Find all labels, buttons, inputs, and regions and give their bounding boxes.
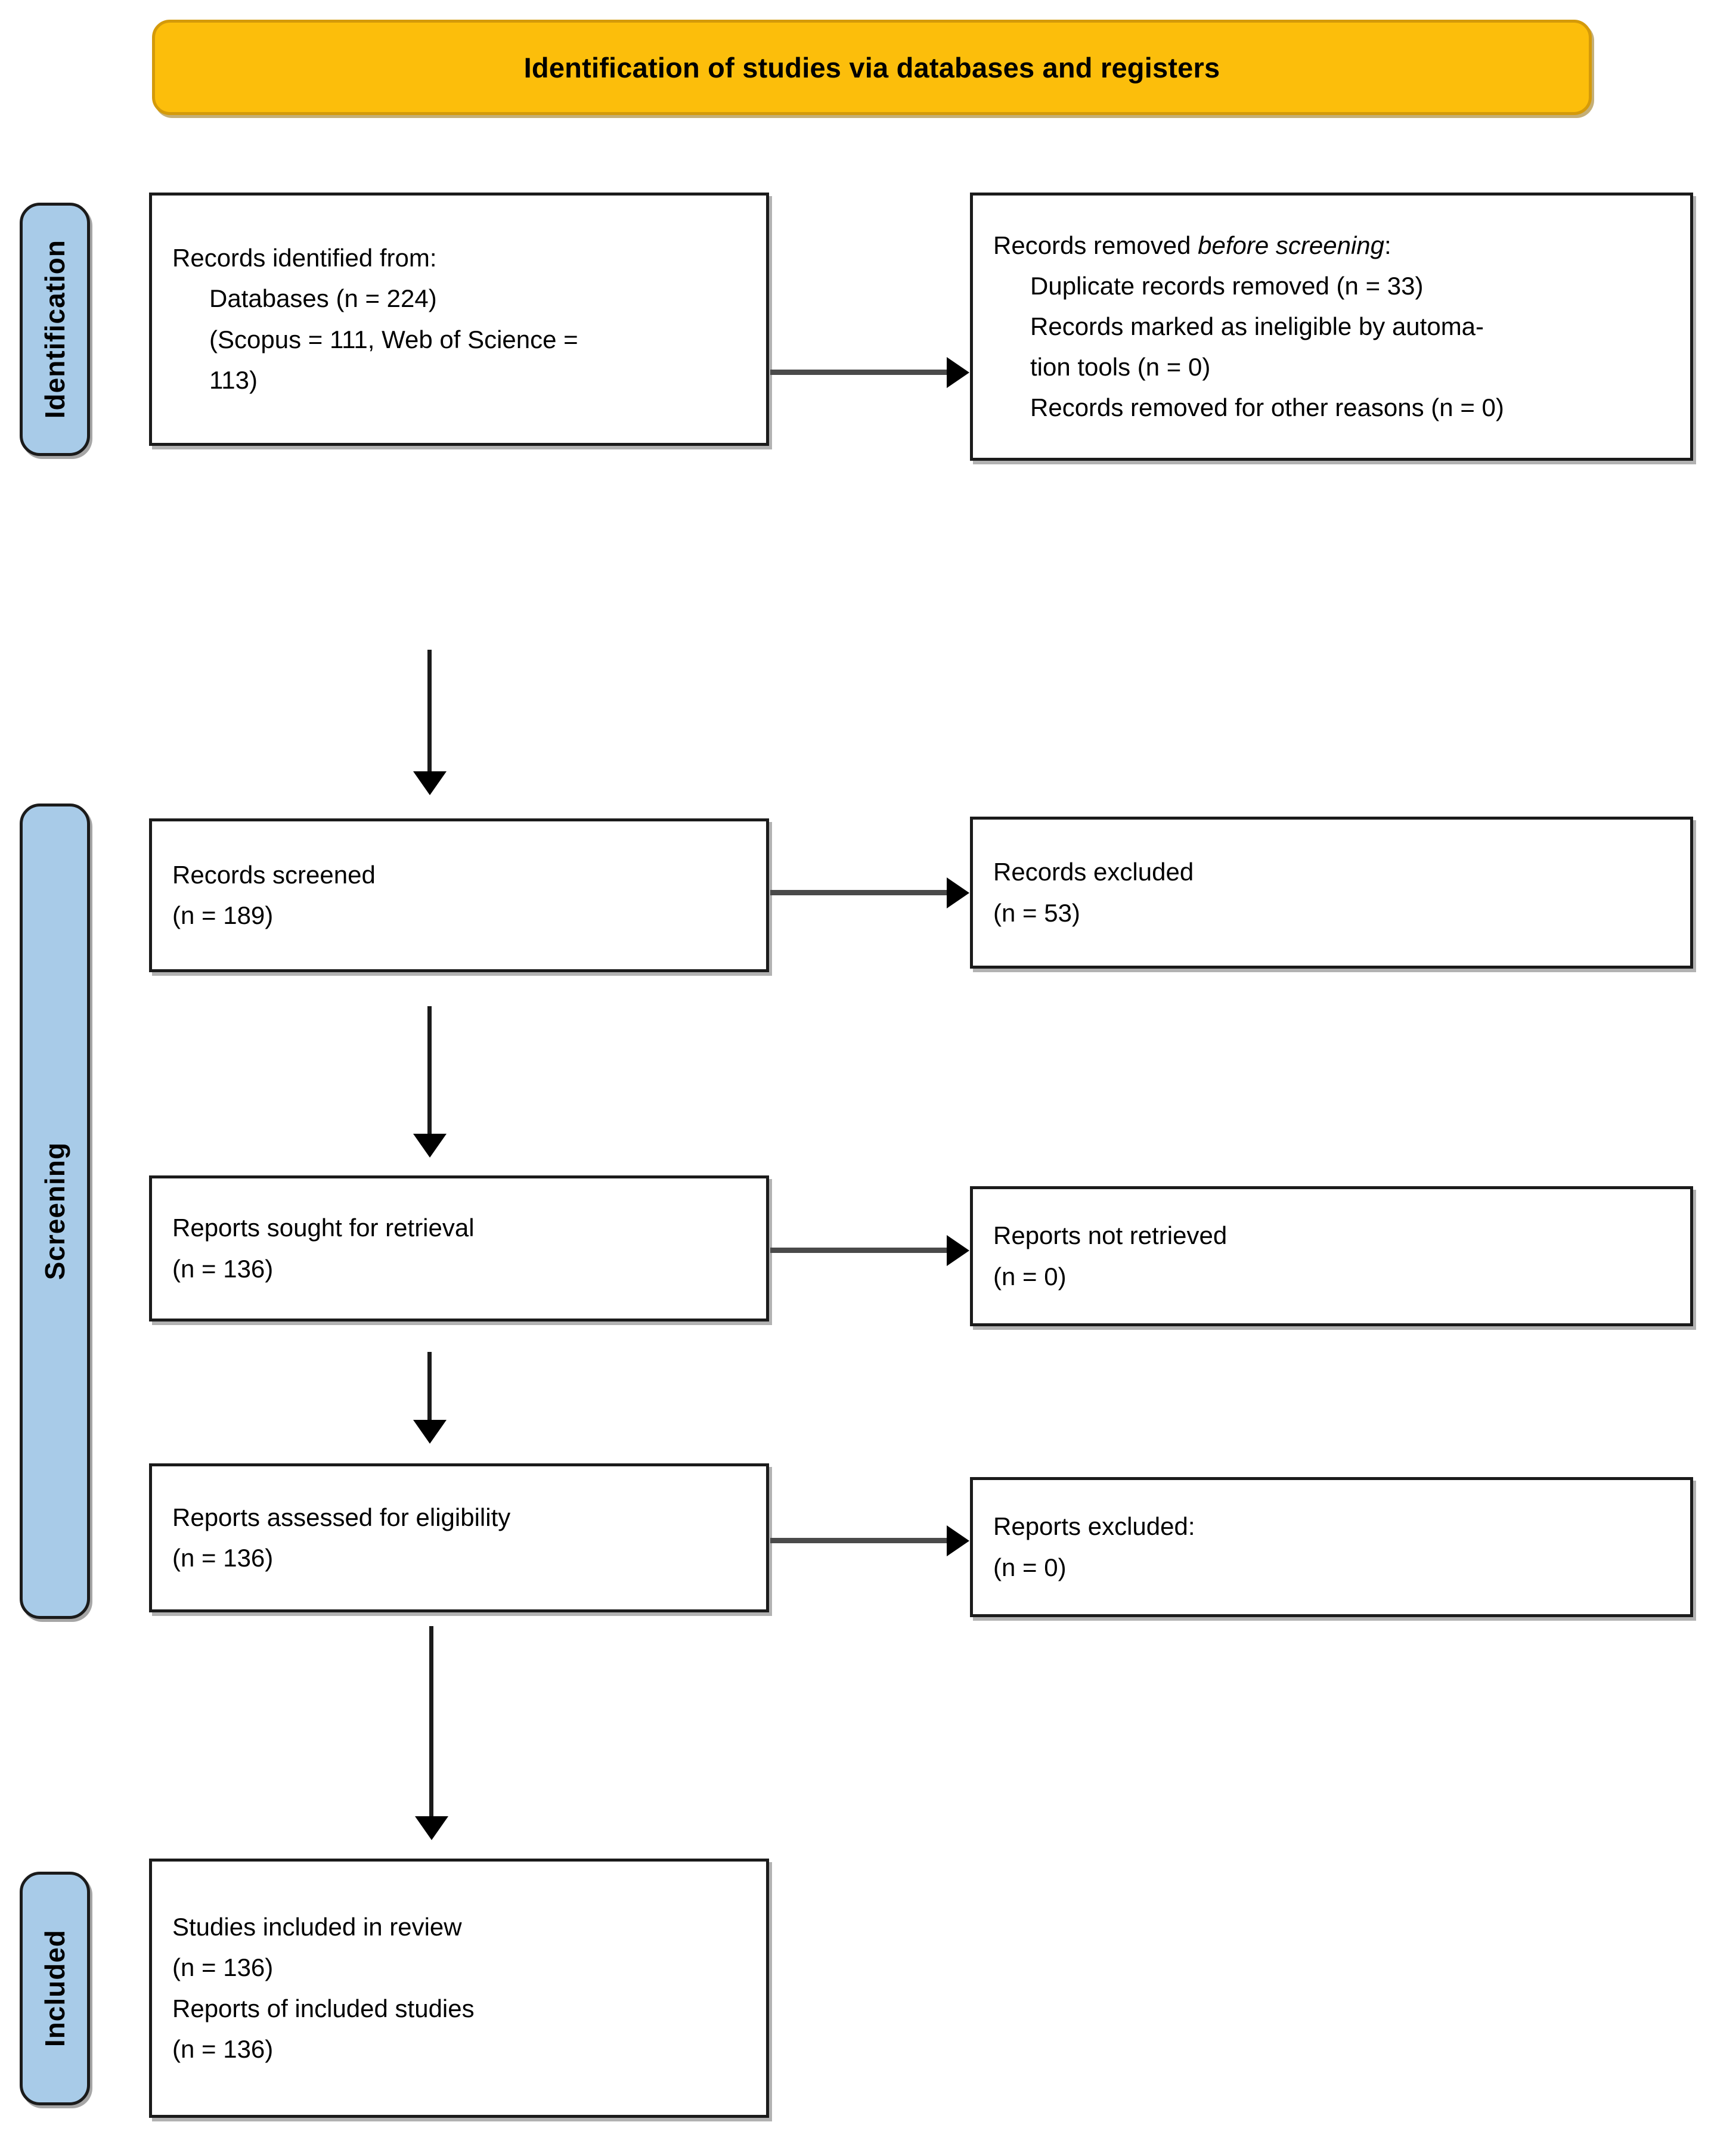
records-identified-line-3: (Scopus = 111, Web of Science = xyxy=(209,325,578,353)
records-removed-heading: Records removed before screening: xyxy=(993,225,1670,266)
studies-included-line-4: (n = 136) xyxy=(172,2034,274,2063)
box-records-excluded: Records excluded (n = 53) xyxy=(970,817,1693,969)
records-identified-line-4: 113) xyxy=(209,365,258,394)
reports-assessed-line-1: Reports assessed for eligibility xyxy=(172,1503,511,1531)
records-excluded-line-2: (n = 53) xyxy=(993,898,1080,927)
diagram-header-banner: Identification of studies via databases … xyxy=(152,20,1592,115)
stage-label-identification: Identification xyxy=(20,203,90,456)
box-reports-excluded-body: Reports excluded: (n = 0) xyxy=(973,1506,1690,1587)
studies-included-line-3: Reports of included studies xyxy=(172,1994,475,2022)
stage-label-identification-text: Identification xyxy=(39,240,70,419)
box-records-excluded-body: Records excluded (n = 53) xyxy=(973,852,1690,933)
box-records-screened: Records screened (n = 189) xyxy=(149,818,769,972)
arrow-assessed-to-reports-excluded-icon xyxy=(770,1538,949,1543)
box-reports-sought: Reports sought for retrieval (n = 136) xyxy=(149,1175,769,1321)
box-reports-excluded: Reports excluded: (n = 0) xyxy=(970,1477,1693,1617)
arrow-assessed-to-included-icon xyxy=(429,1626,433,1820)
records-removed-line-2: Duplicate records removed (n = 33) xyxy=(1030,271,1424,300)
reports-sought-line-1: Reports sought for retrieval xyxy=(172,1214,475,1242)
reports-excluded-line-2: (n = 0) xyxy=(993,1553,1067,1581)
stage-label-screening: Screening xyxy=(20,804,90,1619)
studies-included-line-1: Studies included in review xyxy=(172,1913,462,1941)
box-reports-assessed: Reports assessed for eligibility (n = 13… xyxy=(149,1463,769,1612)
arrow-sought-to-not-retrieved-icon xyxy=(770,1248,949,1253)
records-removed-heading-a: Records removed xyxy=(993,231,1198,259)
records-removed-heading-em: before screening xyxy=(1198,231,1385,259)
box-records-removed-body: Records removed before screening: Duplic… xyxy=(973,225,1690,428)
reports-assessed-line-2: (n = 136) xyxy=(172,1544,274,1572)
records-excluded-line-1: Records excluded xyxy=(993,858,1194,886)
records-removed-line-5: Records removed for other reasons (n = 0… xyxy=(1030,393,1504,422)
records-identified-line-2: Databases (n = 224) xyxy=(209,284,437,313)
box-records-identified-body: Records identified from: Databases (n = … xyxy=(152,238,766,400)
stage-label-screening-text: Screening xyxy=(39,1142,70,1280)
box-reports-not-retrieved: Reports not retrieved (n = 0) xyxy=(970,1186,1693,1326)
arrow-screened-to-excluded-icon xyxy=(770,890,949,895)
records-removed-heading-b: : xyxy=(1384,231,1391,259)
box-records-screened-body: Records screened (n = 189) xyxy=(152,855,766,936)
arrow-identified-to-removed-icon xyxy=(770,370,949,375)
page-title: Identification of studies via databases … xyxy=(523,51,1220,83)
box-studies-included: Studies included in review (n = 136) Rep… xyxy=(149,1859,769,2118)
reports-sought-line-2: (n = 136) xyxy=(172,1254,274,1283)
arrow-sought-to-assessed-icon xyxy=(427,1352,432,1423)
box-reports-sought-body: Reports sought for retrieval (n = 136) xyxy=(152,1208,766,1289)
box-records-identified: Records identified from: Databases (n = … xyxy=(149,193,769,446)
records-screened-line-1: Records screened xyxy=(172,860,376,889)
box-reports-not-retrieved-body: Reports not retrieved (n = 0) xyxy=(973,1215,1690,1296)
stage-label-included: Included xyxy=(20,1872,90,2105)
reports-not-retrieved-line-2: (n = 0) xyxy=(993,1262,1067,1291)
records-identified-line-1: Records identified from: xyxy=(172,244,437,272)
records-removed-line-4: tion tools (n = 0) xyxy=(1030,353,1211,381)
box-records-removed: Records removed before screening: Duplic… xyxy=(970,193,1693,461)
reports-not-retrieved-line-1: Reports not retrieved xyxy=(993,1221,1228,1250)
records-removed-line-3: Records marked as ineligible by automa- xyxy=(1030,312,1484,340)
arrow-identified-to-screened-icon xyxy=(427,650,432,775)
reports-excluded-line-1: Reports excluded: xyxy=(993,1512,1195,1541)
stage-label-included-text: Included xyxy=(39,1929,70,2048)
arrow-screened-to-sought-icon xyxy=(427,1006,432,1137)
box-studies-included-body: Studies included in review (n = 136) Rep… xyxy=(152,1907,766,2069)
studies-included-line-2: (n = 136) xyxy=(172,1953,274,1982)
records-screened-line-2: (n = 189) xyxy=(172,901,274,929)
box-reports-assessed-body: Reports assessed for eligibility (n = 13… xyxy=(152,1497,766,1578)
